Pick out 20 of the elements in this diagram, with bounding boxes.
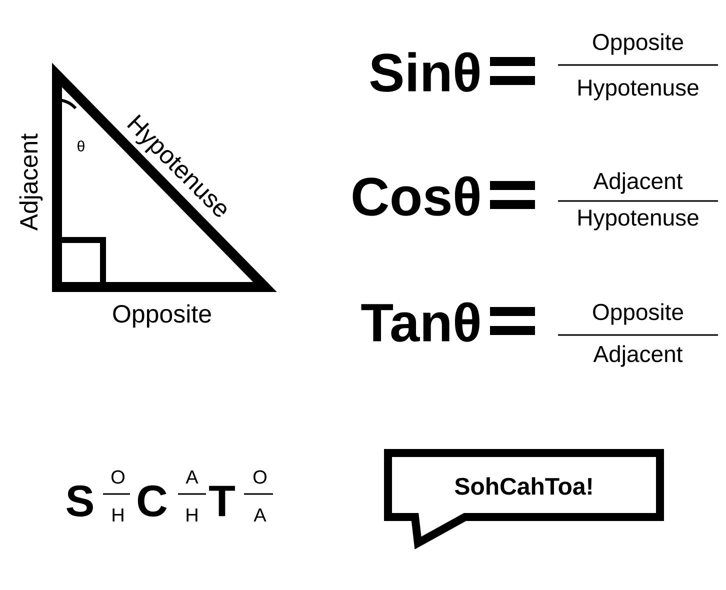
denominator: Hypotenuse bbox=[578, 80, 698, 100]
side-label: Opposite bbox=[113, 304, 211, 328]
mnemonic-letter: S bbox=[66, 485, 93, 517]
mnemonic-letter: T bbox=[209, 486, 235, 516]
function-name: Sinθ bbox=[370, 52, 480, 92]
denominator: Hypotenuse bbox=[578, 210, 698, 230]
function-name: Cosθ bbox=[352, 176, 480, 216]
numerator: Opposite bbox=[593, 303, 684, 325]
mnemonic-letter: A bbox=[254, 508, 266, 522]
mnemonic-letter: O bbox=[112, 470, 124, 484]
mnemonic-letter: H bbox=[186, 508, 198, 522]
mnemonic-letter: C bbox=[138, 485, 167, 517]
mnemonic-letter: H bbox=[112, 508, 124, 522]
denominator: Adjacent bbox=[593, 345, 683, 367]
numerator: Adjacent bbox=[593, 172, 683, 194]
function-name: Tanθ bbox=[361, 302, 480, 342]
mnemonic-letter: O bbox=[254, 470, 266, 484]
side-label: Adjacent bbox=[19, 134, 43, 231]
mnemonic-letter: A bbox=[186, 470, 198, 484]
numerator: Opposite bbox=[593, 33, 684, 55]
